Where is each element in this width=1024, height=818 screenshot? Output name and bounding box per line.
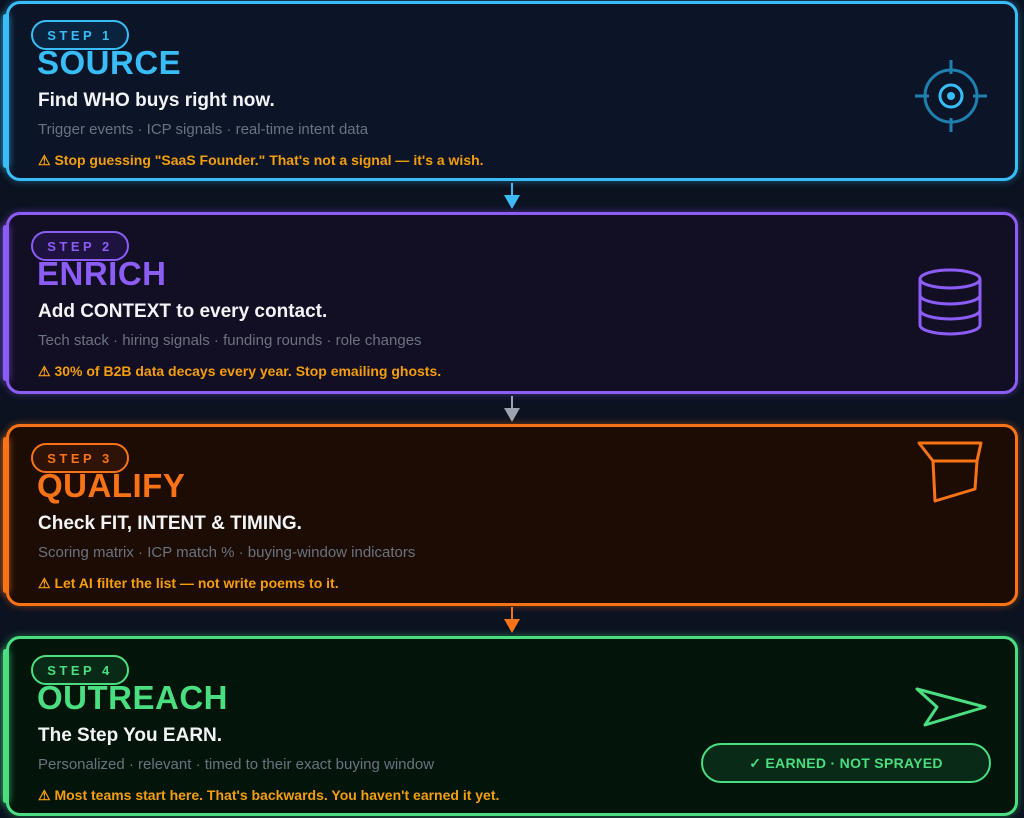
step-details: Trigger events · ICP signals · real-time… bbox=[38, 121, 369, 138]
database-icon bbox=[918, 268, 982, 336]
step-card-qualify: STEP 3 QUALIFY Check FIT, INTENT & TIMIN… bbox=[3, 424, 1018, 606]
step-title: ENRICH bbox=[37, 255, 167, 292]
step-card-enrich: STEP 2 ENRICH Add CONTEXT to every conta… bbox=[3, 212, 1018, 394]
step-headline: The Step You EARN. bbox=[38, 725, 223, 746]
step-headline: Check FIT, INTENT & TIMING. bbox=[38, 513, 302, 534]
step-badge: STEP 3 bbox=[31, 443, 129, 473]
step-headline: Add CONTEXT to every contact. bbox=[38, 301, 328, 322]
step-title: QUALIFY bbox=[37, 467, 186, 504]
step-title: OUTREACH bbox=[37, 679, 228, 716]
step-headline: Find WHO buys right now. bbox=[38, 90, 275, 111]
step-warning: ⚠ 30% of B2B data decays every year. Sto… bbox=[38, 363, 442, 379]
step-badge: STEP 4 bbox=[31, 655, 129, 685]
step-card-source: STEP 1 SOURCE Find WHO buys right now. T… bbox=[3, 1, 1018, 181]
flow-arrow bbox=[504, 396, 520, 422]
target-icon bbox=[915, 60, 987, 132]
step-warning: ⚠ Let AI filter the list — not write poe… bbox=[38, 575, 339, 591]
flow-arrow bbox=[504, 607, 520, 633]
step-warning: ⚠ Most teams start here. That's backward… bbox=[38, 787, 500, 803]
step-card-outreach: STEP 4 OUTREACH The Step You EARN. Perso… bbox=[3, 636, 1018, 816]
step-badge: STEP 2 bbox=[31, 231, 129, 261]
funnel-icon bbox=[917, 441, 983, 503]
step-title: SOURCE bbox=[37, 44, 182, 81]
step-details: Scoring matrix · ICP match % · buying-wi… bbox=[38, 544, 416, 561]
flow-arrow bbox=[504, 183, 520, 209]
step-badge: STEP 1 bbox=[31, 20, 129, 50]
step-warning: ⚠ Stop guessing "SaaS Founder." That's n… bbox=[38, 152, 484, 168]
earned-pill: ✓ EARNED · NOT SPRAYED bbox=[701, 743, 991, 783]
step-details: Personalized · relevant · timed to their… bbox=[38, 756, 435, 773]
send-icon bbox=[915, 687, 987, 727]
step-details: Tech stack · hiring signals · funding ro… bbox=[38, 332, 422, 349]
